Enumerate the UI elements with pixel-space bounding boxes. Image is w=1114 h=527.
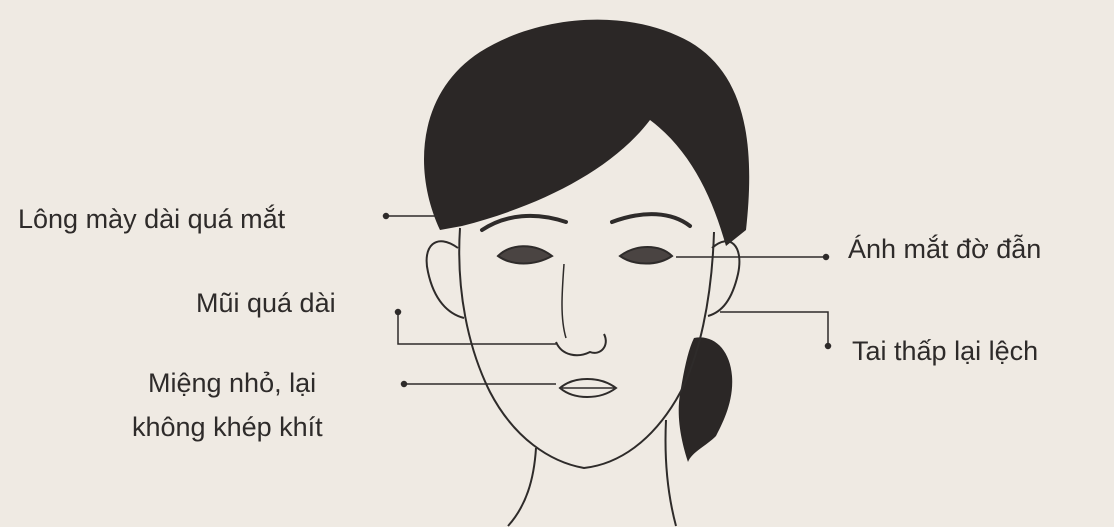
leader-nose-dot bbox=[396, 310, 401, 315]
neck-right bbox=[665, 420, 676, 526]
ponytail bbox=[679, 337, 733, 462]
label-mouth-line1: Miệng nhỏ, lại bbox=[148, 366, 316, 400]
leader-ears-dot bbox=[826, 344, 831, 349]
nose-base bbox=[556, 334, 606, 355]
label-eyebrows: Lông mày dài quá mắt bbox=[18, 202, 285, 236]
neck-left bbox=[508, 448, 536, 526]
right-eye bbox=[620, 247, 672, 264]
right-eyebrow bbox=[612, 214, 690, 226]
label-mouth-line2: không khép khít bbox=[132, 410, 323, 444]
face-outline bbox=[459, 228, 714, 468]
leader-eyes-dot bbox=[824, 255, 829, 260]
nose-bridge bbox=[562, 264, 566, 338]
label-nose: Mũi quá dài bbox=[196, 286, 336, 320]
leader-nose bbox=[398, 312, 556, 344]
label-ears: Tai thấp lại lệch bbox=[852, 334, 1038, 368]
leader-ears bbox=[720, 312, 828, 346]
hair bbox=[424, 20, 749, 246]
leader-lines bbox=[384, 214, 831, 387]
left-eye bbox=[498, 246, 552, 263]
leader-mouth-dot bbox=[402, 382, 407, 387]
left-eyebrow bbox=[482, 216, 566, 230]
leader-eyebrows-dot bbox=[384, 214, 389, 219]
label-eyes: Ánh mắt đờ đẫn bbox=[848, 232, 1041, 266]
